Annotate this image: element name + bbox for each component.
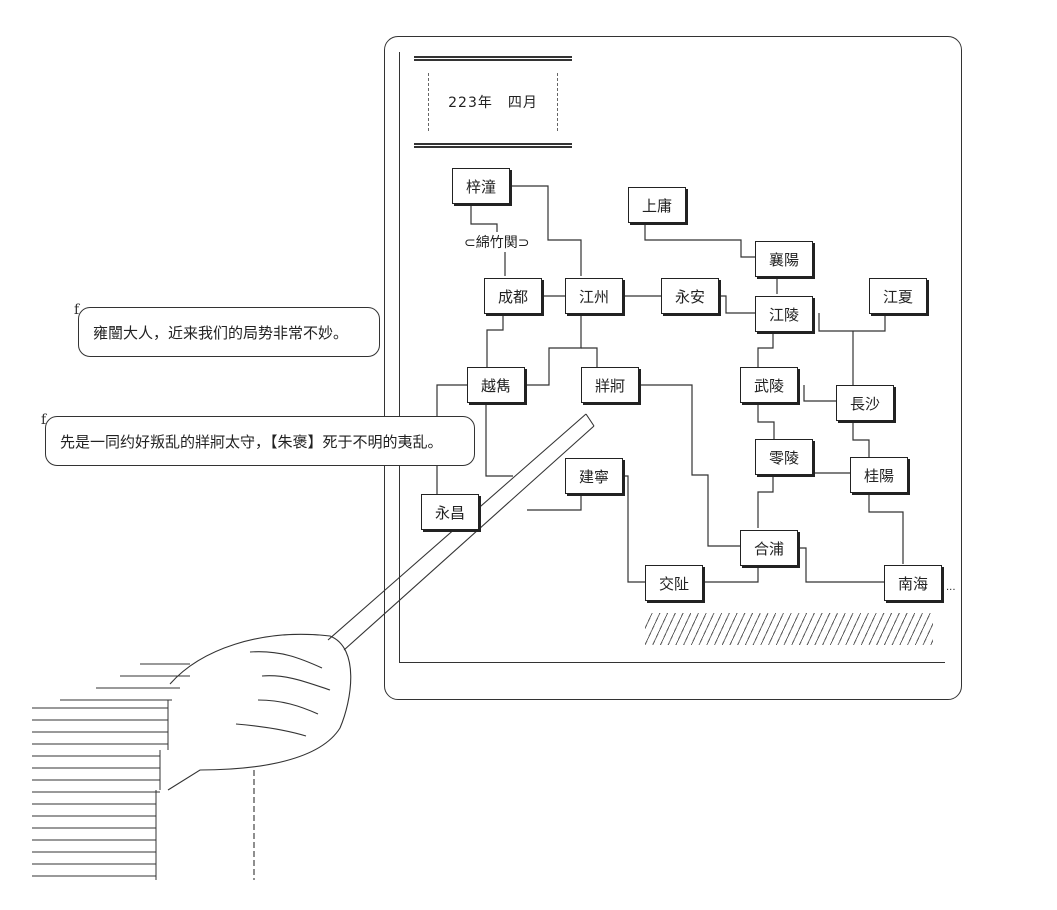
city-zitong[interactable]: 梓潼 xyxy=(452,168,510,204)
speech-text-1: 雍闓大人，近来我们的局势非常不妙。 xyxy=(93,323,349,342)
city-hepu[interactable]: 合浦 xyxy=(740,530,798,566)
route-jiangzhou-zangke xyxy=(581,347,598,369)
city-wuling-label: 武陵 xyxy=(753,376,784,395)
route-hepu-nanhai xyxy=(790,547,884,583)
city-jiangling[interactable]: 江陵 xyxy=(755,296,813,332)
speech-text-2: 先是一同约好叛乱的牂牁太守，【朱褒】死于不明的夷乱。 xyxy=(60,432,443,451)
route-jiaozhi-hepu xyxy=(694,564,759,583)
city-guiyang[interactable]: 桂陽 xyxy=(850,457,908,493)
map-board-frame xyxy=(384,36,962,700)
city-zangke[interactable]: 牂牁 xyxy=(581,367,639,403)
route-jiangling-wuling xyxy=(757,333,774,369)
board-hatching xyxy=(645,613,933,645)
city-guiyang-label: 桂陽 xyxy=(863,466,894,485)
route-shangyong-xiangyang xyxy=(644,223,755,258)
ellipsis-mark: ... xyxy=(946,582,956,593)
city-yuexi[interactable]: 越雋 xyxy=(467,367,525,403)
city-lingling[interactable]: 零陵 xyxy=(755,439,813,475)
city-shangyong[interactable]: 上庸 xyxy=(628,187,686,223)
city-xiangyang-label: 襄陽 xyxy=(768,250,799,269)
city-yuexi-label: 越雋 xyxy=(480,376,511,395)
date-plate-inner: 223年 四月 xyxy=(428,73,558,131)
city-yongan-label: 永安 xyxy=(674,287,705,306)
city-jiaozhi[interactable]: 交阯 xyxy=(645,565,703,601)
city-jiangzhou[interactable]: 江州 xyxy=(565,278,623,314)
city-changsha-label: 長沙 xyxy=(849,394,880,413)
route-yongchang-jianning xyxy=(527,494,582,511)
city-jianning[interactable]: 建寧 xyxy=(565,458,623,494)
city-yongchang-label: 永昌 xyxy=(434,503,465,522)
city-xiangyang[interactable]: 襄陽 xyxy=(755,241,813,277)
route-zitong-pass xyxy=(470,205,498,236)
speech-bubble-1: 雍闓大人，近来我们的局势非常不妙。 xyxy=(78,307,380,357)
city-jiangzhou-label: 江州 xyxy=(578,287,609,306)
city-nanhai[interactable]: 南海 xyxy=(884,565,942,601)
mianzhu-pass-label: ⊂綿竹関⊃ xyxy=(462,232,532,252)
city-nanhai-label: 南海 xyxy=(897,574,928,593)
route-guiyang-nanhai xyxy=(868,494,904,564)
city-jiangxia[interactable]: 江夏 xyxy=(869,278,927,314)
speaker-mark-2: f xyxy=(41,412,47,428)
route-jiangzhou-yuexi xyxy=(517,312,582,386)
city-jiaozhi-label: 交阯 xyxy=(658,574,689,593)
city-chengdu[interactable]: 成都 xyxy=(484,278,542,314)
hand-outline xyxy=(167,633,352,880)
route-wuling-changsha xyxy=(803,385,836,402)
route-lingling-hepu xyxy=(757,474,774,528)
city-hepu-label: 合浦 xyxy=(753,539,784,558)
date-label: 223年 四月 xyxy=(448,95,538,111)
date-plate: 223年 四月 xyxy=(414,56,572,148)
speaker-mark-1: f xyxy=(74,302,80,318)
route-zangke-hepu xyxy=(631,384,740,547)
city-jiangling-label: 江陵 xyxy=(768,305,799,324)
city-chengdu-label: 成都 xyxy=(497,287,528,306)
route-zitong-jiangzhou xyxy=(502,185,582,276)
city-zangke-label: 牂牁 xyxy=(594,376,625,395)
route-chengdu-yuexi xyxy=(486,312,504,367)
city-shangyong-label: 上庸 xyxy=(641,196,672,215)
route-wuling-lingling xyxy=(757,404,775,439)
route-jiangling-jiangxia xyxy=(818,313,886,332)
city-zitong-label: 梓潼 xyxy=(465,177,496,196)
speech-bubble-2: 先是一同约好叛乱的牂牁太守，【朱褒】死于不明的夷乱。 xyxy=(45,416,475,466)
city-yongchang[interactable]: 永昌 xyxy=(421,494,479,530)
route-changsha-guiyang xyxy=(852,421,870,457)
route-yuexi-jianning xyxy=(485,404,513,477)
city-jianning-label: 建寧 xyxy=(578,467,609,486)
city-changsha[interactable]: 長沙 xyxy=(836,385,894,421)
city-yongan[interactable]: 永安 xyxy=(661,278,719,314)
city-wuling[interactable]: 武陵 xyxy=(740,367,798,403)
map-board-inner-border xyxy=(399,52,945,663)
sleeve-hatching xyxy=(32,663,190,880)
city-lingling-label: 零陵 xyxy=(768,448,799,467)
city-jiangxia-label: 江夏 xyxy=(882,287,913,306)
